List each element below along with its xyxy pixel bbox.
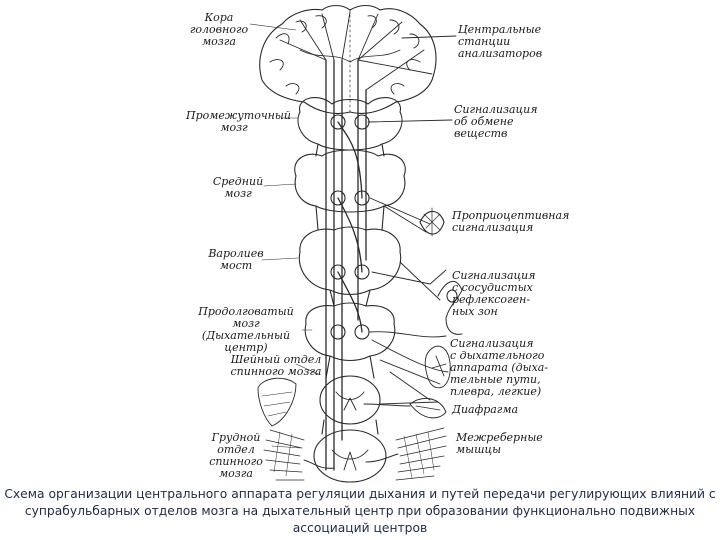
label-metabolism-signal: Сигнализация об обмене веществ bbox=[454, 103, 538, 140]
cortical-fibers bbox=[279, 11, 433, 91]
label-diencephalon: Промежуточный мозг bbox=[186, 109, 291, 134]
efferent-nerves bbox=[303, 403, 411, 469]
figure-caption: Схема организации центрального аппарата … bbox=[4, 487, 716, 535]
pons-shape bbox=[298, 226, 402, 296]
label-diaphragm: Диафрагма bbox=[452, 403, 519, 416]
lung-shape bbox=[424, 345, 451, 389]
label-proprioceptive-signal: Проприоцептивная сигнализация bbox=[452, 209, 570, 234]
label-pons: Варолиев мост bbox=[208, 247, 264, 272]
leader-lines bbox=[249, 23, 319, 449]
label-analyzer-stations: Центральные станции анализаторов bbox=[458, 23, 543, 60]
brainstem-outline bbox=[315, 143, 385, 435]
label-vascular-signal: Сигнализация с сосудистых рефлексоген- н… bbox=[452, 269, 536, 318]
diagram-drawing bbox=[249, 4, 463, 483]
label-respiratory-signal: Сигнализация с дыхательного аппарата (ды… bbox=[450, 337, 549, 398]
cervical-cord-shape bbox=[319, 375, 381, 425]
diaphragm-shape bbox=[409, 397, 447, 419]
intercostal-muscles-right bbox=[395, 427, 447, 481]
label-intercostal-muscles: Межреберные мышцы bbox=[456, 431, 543, 456]
respiratory-regulation-diagram: Кора головного мозга Промежуточный мозг … bbox=[186, 4, 570, 483]
label-medulla: Продолговатый мозг (Дыхательный центр) bbox=[198, 305, 294, 354]
spinal-segment-sketch bbox=[257, 377, 297, 427]
thoracic-cord-shape bbox=[313, 429, 387, 483]
intercostal-muscles-left bbox=[263, 429, 305, 481]
vascular-zone bbox=[437, 281, 463, 335]
muscle-spindle bbox=[419, 207, 445, 237]
label-thoracic-cord: Грудной отдел спинного мозга bbox=[209, 431, 263, 480]
label-midbrain: Средний мозг bbox=[212, 175, 264, 200]
afferent-lines bbox=[367, 35, 457, 405]
descending-pathways bbox=[325, 59, 367, 471]
midbrain-shape bbox=[294, 149, 406, 213]
label-cervical-cord: Шейный отдел спинного мозга bbox=[230, 353, 322, 378]
label-cortex: Кора головного мозга bbox=[189, 11, 249, 48]
